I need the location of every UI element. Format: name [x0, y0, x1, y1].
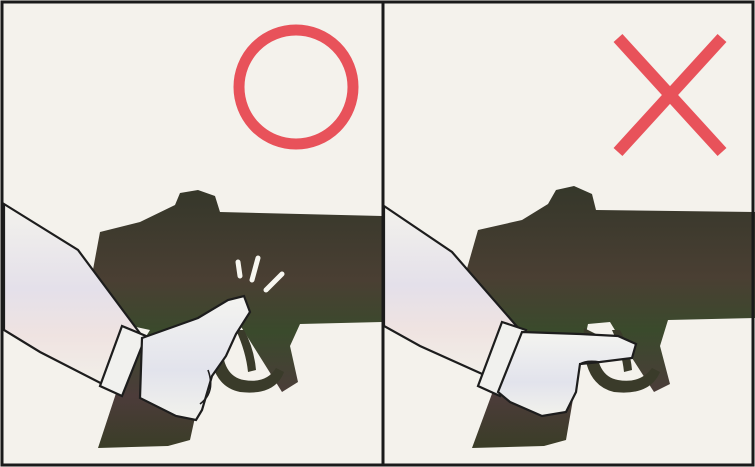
glove-finger-fold-left: [199, 369, 212, 405]
cuff-right: [476, 320, 528, 398]
trigger-left: [236, 330, 256, 372]
cross-mark-icon: [613, 33, 727, 157]
panel-correct: [2, 24, 384, 448]
trigger-guard-left: [209, 330, 284, 393]
glove-hand-left: [138, 294, 252, 422]
cuff-left: [98, 324, 148, 398]
panel-incorrect: [382, 33, 755, 448]
click-marks-icon: [235, 255, 285, 293]
circle-mark-icon: [233, 24, 359, 150]
glove-finger-line-right: [579, 360, 601, 365]
trigger-guard-right: [583, 328, 660, 393]
